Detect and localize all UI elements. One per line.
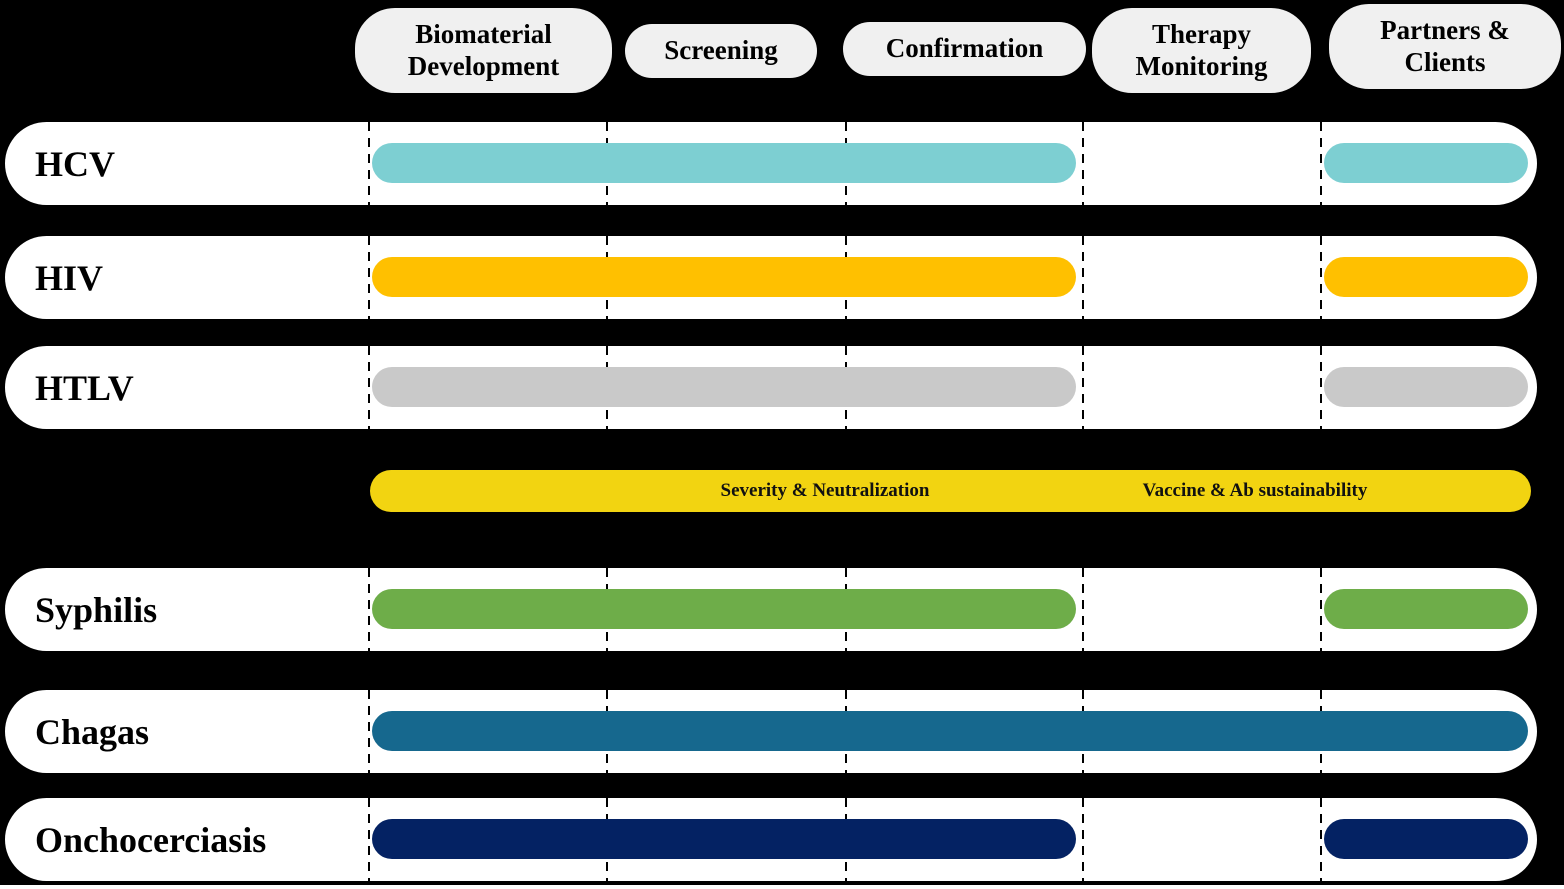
stage-divider-line <box>1320 236 1322 319</box>
stage-pill-therapy-monitoring: Therapy Monitoring <box>1092 8 1311 93</box>
stage-label: Screening <box>664 35 778 66</box>
stage-divider-line <box>1082 798 1084 881</box>
stage-label: Partners & Clients <box>1380 14 1510 77</box>
stage-divider-line <box>1320 798 1322 881</box>
stage-divider-line <box>1082 122 1084 205</box>
bar-segment-htlv <box>1324 367 1528 407</box>
stage-divider-line <box>368 690 370 773</box>
disease-row-hiv: HIV <box>5 236 1537 319</box>
stage-divider-line <box>1320 568 1322 651</box>
bar-annotation: Severity & Neutralization <box>720 480 930 501</box>
bar-segment-syphilis <box>1324 589 1528 629</box>
bar-annotation: Vaccine & Ab sustainability <box>1142 480 1368 501</box>
bar-segment-htlv <box>372 367 1076 407</box>
stage-divider-line <box>368 236 370 319</box>
disease-row-htlv: HTLV <box>5 346 1537 429</box>
bar-segment-hcv <box>372 143 1076 183</box>
stage-divider-line <box>1082 236 1084 319</box>
row-label-syphilis: Syphilis <box>35 589 158 630</box>
disease-row-syphilis: Syphilis <box>5 568 1537 651</box>
row-label-chagas: Chagas <box>35 711 150 752</box>
row-label-hcv: HCV <box>35 143 115 184</box>
stage-label: Biomaterial Development <box>407 18 560 81</box>
unlabeled-row-bar: Severity & Neutralization Vaccine & Ab su… <box>370 470 1531 512</box>
disease-row-hcv: HCV <box>5 122 1537 205</box>
bottom-divider-line <box>0 885 1564 889</box>
disease-row-chagas: Chagas <box>5 690 1537 773</box>
stage-pill-screening: Screening <box>625 24 817 78</box>
stage-pill-biomaterial-development: Biomaterial Development <box>355 8 612 93</box>
stage-divider-line <box>1320 346 1322 429</box>
bar-segment-hiv <box>372 257 1076 297</box>
row-label-htlv: HTLV <box>35 367 134 408</box>
bar-segment-syphilis <box>372 589 1076 629</box>
bar-segment-onchocerciasis <box>372 819 1076 859</box>
stage-divider-line <box>368 568 370 651</box>
stage-divider-line <box>368 346 370 429</box>
stage-divider-line <box>368 122 370 205</box>
disease-row-onchocerciasis: Onchocerciasis <box>5 798 1537 881</box>
bar-segment-onchocerciasis <box>1324 819 1528 859</box>
stage-divider-line <box>368 798 370 881</box>
row-label-hiv: HIV <box>35 257 104 298</box>
stage-label: Therapy Monitoring <box>1135 18 1268 81</box>
stage-divider-line <box>1082 346 1084 429</box>
stage-pill-confirmation: Confirmation <box>843 22 1086 76</box>
bar-segment-chagas <box>372 711 1528 751</box>
bar-segment-hiv <box>1324 257 1528 297</box>
stage-label: Confirmation <box>885 33 1044 64</box>
stage-divider-line <box>1320 122 1322 205</box>
stage-divider-line <box>1082 568 1084 651</box>
bar-segment-hcv <box>1324 143 1528 183</box>
row-label-onchocerciasis: Onchocerciasis <box>35 819 267 860</box>
stage-pill-partners-clients: Partners & Clients <box>1329 4 1561 89</box>
